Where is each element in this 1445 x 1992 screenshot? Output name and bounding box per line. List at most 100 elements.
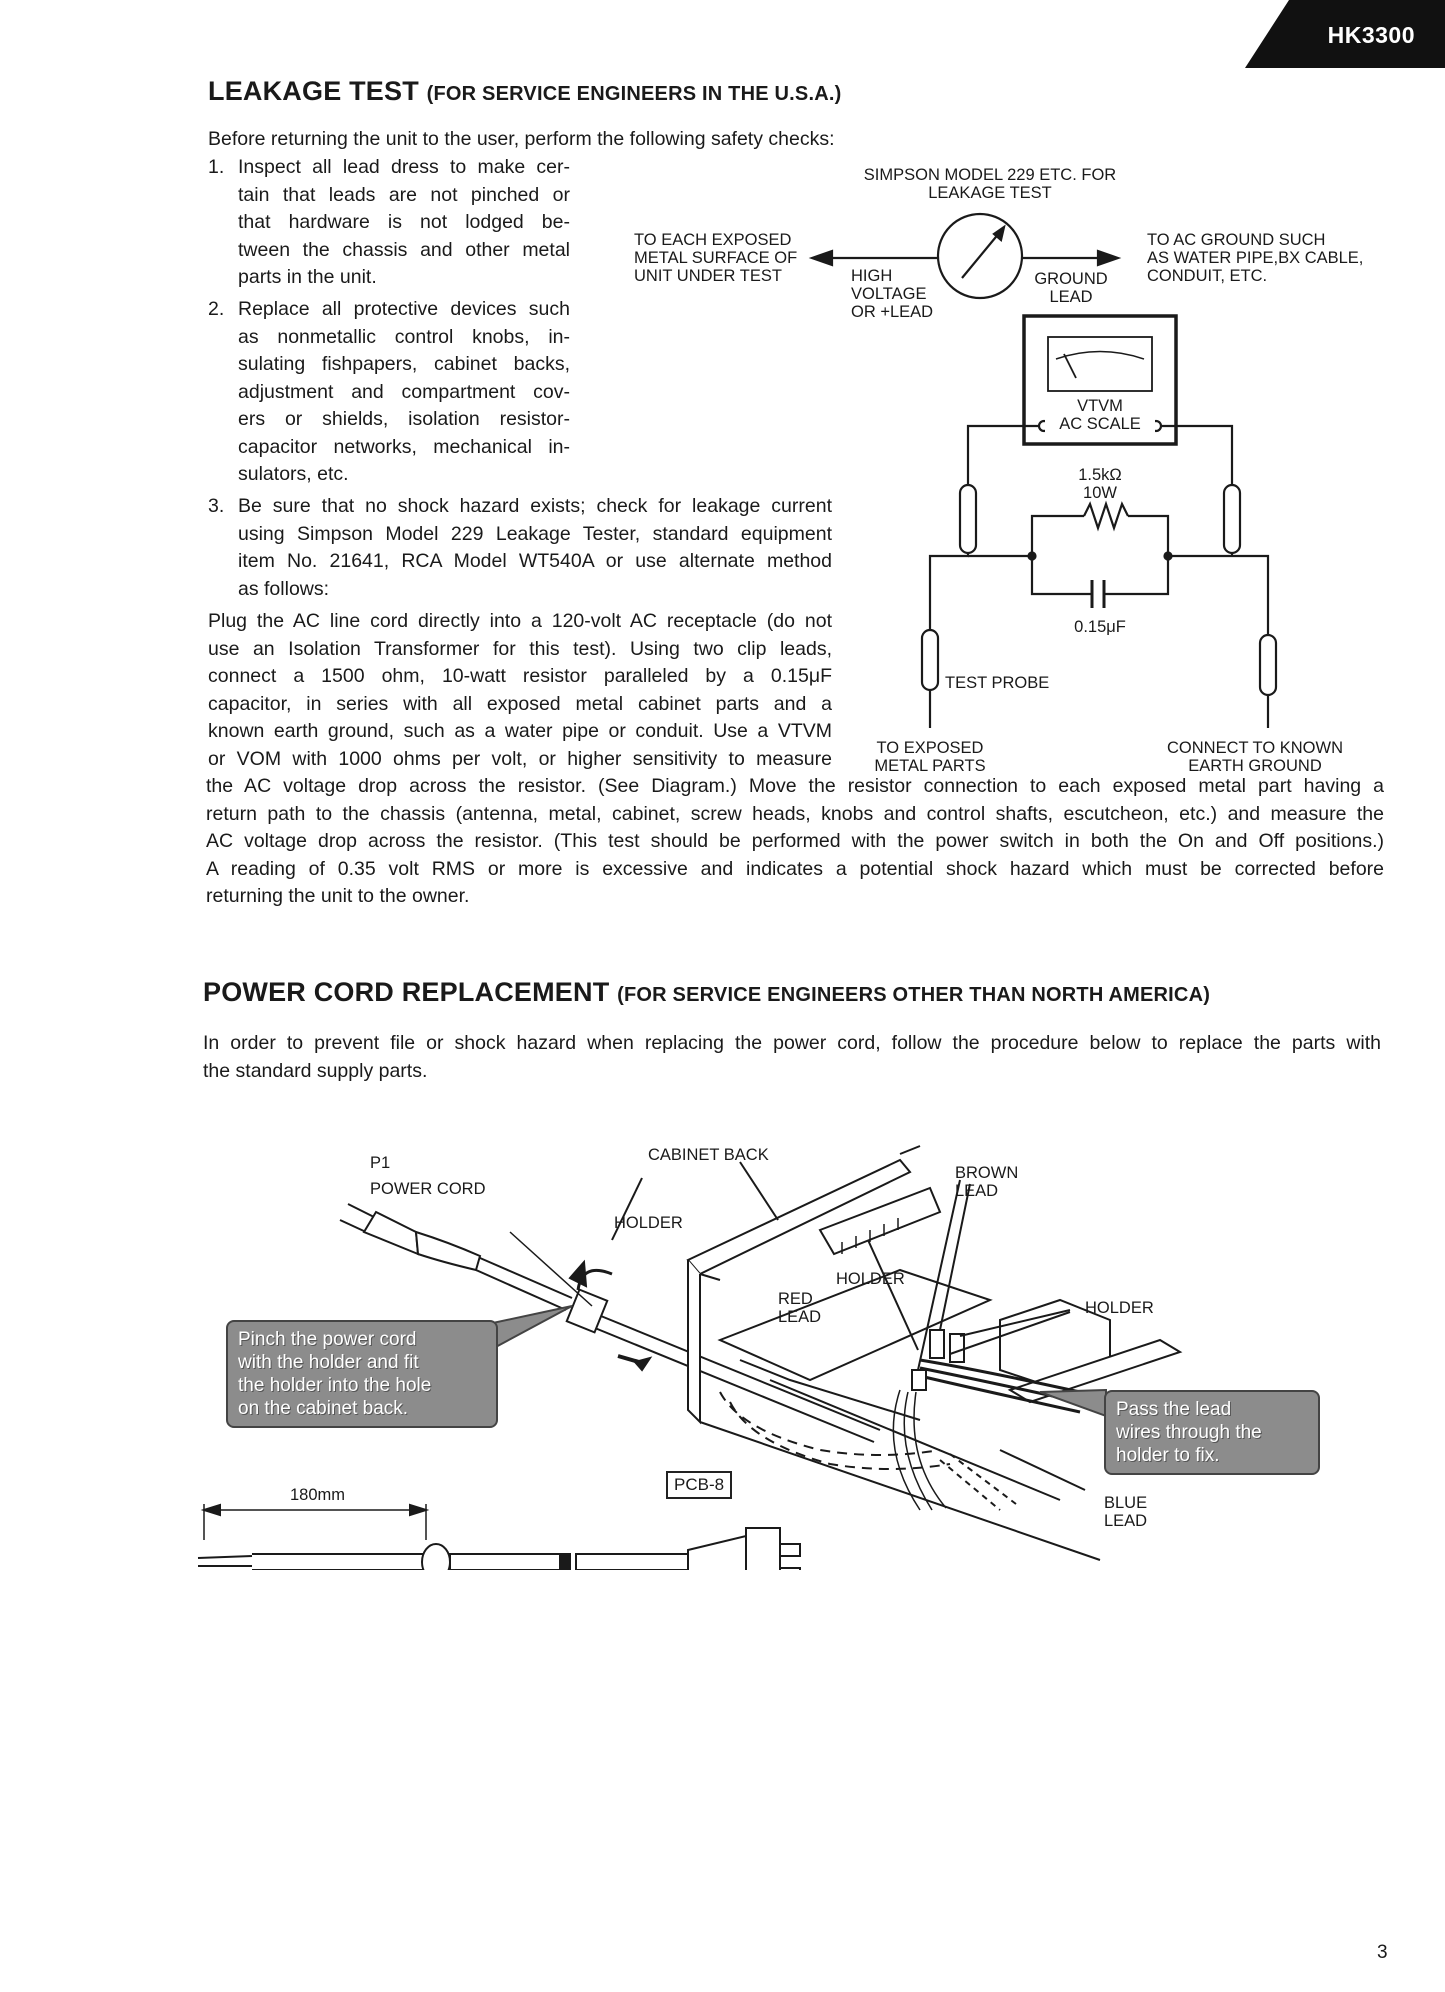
resistor-label-line: 10W: [1083, 484, 1117, 502]
para-line: AC voltage drop across the resistor. (Th…: [206, 830, 1384, 852]
leakage-item-2: 2. Replace all protective devices such a…: [208, 296, 570, 489]
high-label-line: VOLTAGE: [851, 285, 927, 303]
capacitor-label: 0.15μF: [1074, 618, 1126, 636]
left-label-line: UNIT UNDER TEST: [634, 267, 782, 285]
para-line: capacitor, in series with all exposed me…: [208, 692, 832, 715]
para-line: or VOM with 1000 ohms per volt, or highe…: [208, 747, 832, 770]
para-line: Plug the AC line cord directly into a 12…: [208, 610, 832, 632]
red-lead-line: LEAD: [778, 1308, 822, 1326]
item-line: Be sure that no shock hazard exists; che…: [238, 495, 832, 517]
leakage-test-title: LEAKAGE TEST: [208, 76, 419, 106]
ground-lead-label: GROUND LEAD: [1026, 270, 1116, 306]
para-line: return path to the chassis (antenna, met…: [206, 802, 1384, 825]
vtvm-box: [1022, 314, 1178, 446]
vtvm-label: VTVM AC SCALE: [1045, 397, 1155, 433]
item-line: parts in the unit.: [238, 266, 377, 288]
vtvm-label-line: VTVM: [1077, 397, 1123, 415]
callout-line: Pinch the power cord: [238, 1329, 417, 1350]
test-probe-left: [920, 628, 940, 692]
intro-line: In order to prevent file or shock hazard…: [203, 1032, 1381, 1054]
right-arrowhead: [1096, 249, 1122, 267]
vtvm-label-line: AC SCALE: [1059, 415, 1141, 433]
pass-lead-callout: Pass the lead wires through the holder t…: [1104, 1390, 1320, 1475]
item-line: using Simpson Model 229 Leakage Tester, …: [238, 522, 832, 545]
red-lead-label: RED LEAD: [778, 1290, 821, 1326]
ground-label-line: GROUND: [1034, 270, 1108, 288]
right-label-line: TO AC GROUND SUCH: [1147, 231, 1326, 249]
item-line: as nonmetallic control knobs, in-: [238, 325, 570, 348]
simpson-label-line: LEAKAGE TEST: [928, 184, 1052, 202]
simpson-meter-circle: [936, 212, 1024, 300]
pinch-holder-callout: Pinch the power cord with the holder and…: [226, 1320, 498, 1428]
power-cord-diagram: [197, 1145, 1183, 1570]
power-cord-label: POWER CORD: [370, 1180, 486, 1198]
item-number: 2.: [208, 298, 225, 320]
callout-line: wires through the: [1116, 1422, 1262, 1443]
to-exposed-label: TO EXPOSED METAL PARTS: [850, 739, 1010, 775]
left-arrowhead: [808, 249, 834, 267]
para-line: A reading of 0.35 volt RMS or more is ex…: [206, 857, 1384, 880]
leakage-measure-paragraph: the AC voltage drop across the resistor.…: [206, 773, 1384, 911]
item-number: 1.: [208, 156, 225, 178]
item-line: item No. 21641, RCA Model WT540A or use …: [238, 550, 832, 572]
resistor-label: 1.5kΩ 10W: [1060, 466, 1140, 502]
para-line: use an Isolation Transformer for this te…: [208, 637, 832, 660]
callout-line: holder to fix.: [1116, 1445, 1220, 1466]
connect-ground-label: CONNECT TO KNOWN EARTH GROUND: [1150, 739, 1360, 775]
item-line: that hardware is not lodged be-: [238, 211, 570, 233]
ground-label-line: LEAD: [1049, 288, 1093, 306]
item-line: as follows:: [238, 577, 330, 600]
callout-line: Pass the lead: [1116, 1399, 1232, 1420]
leakage-procedure-paragraph: Plug the AC line cord directly into a 12…: [208, 608, 832, 773]
para-line: the AC voltage drop across the resistor.…: [206, 775, 1384, 797]
red-lead-line: RED: [778, 1290, 813, 1308]
holder-label: HOLDER: [614, 1214, 683, 1232]
holder-right-label: HOLDER: [1085, 1299, 1154, 1317]
power-cord-intro: In order to prevent file or shock hazard…: [203, 1030, 1381, 1085]
holder-mid-label: HOLDER: [836, 1270, 905, 1288]
simpson-label-line: SIMPSON MODEL 229 ETC. FOR: [863, 166, 1117, 184]
leakage-test-diagram: [808, 212, 1278, 728]
right-label-line: CONDUIT, ETC.: [1147, 267, 1268, 285]
model-tab: HK3300: [1245, 0, 1445, 68]
page-number: 3: [1377, 1942, 1388, 1963]
clip-lead-right: [1222, 483, 1242, 555]
blue-lead-line: BLUE: [1104, 1494, 1148, 1512]
item-line: Inspect all lead dress to make cer-: [238, 156, 570, 178]
cabinet-back-label: CABINET BACK: [648, 1146, 769, 1164]
power-cord-subtitle: (FOR SERVICE ENGINEERS OTHER THAN NORTH …: [617, 984, 1211, 1006]
to-exposed-line: METAL PARTS: [874, 757, 986, 775]
item-line: adjustment and compartment cov-: [238, 380, 570, 403]
simpson-label: SIMPSON MODEL 229 ETC. FOR LEAKAGE TEST: [830, 166, 1150, 202]
leakage-test-heading: LEAKAGE TEST (FOR SERVICE ENGINEERS IN T…: [208, 76, 842, 107]
para-line: connect a 1500 ohm, 10-watt resistor par…: [208, 665, 832, 687]
model-number: HK3300: [1327, 22, 1415, 48]
vtvm-meter-face: [1047, 336, 1153, 392]
callout-line: the holder into the hole: [238, 1375, 432, 1396]
left-label-line: METAL SURFACE OF: [634, 249, 798, 267]
left-test-label: TO EACH EXPOSED METAL SURFACE OF UNIT UN…: [634, 231, 797, 285]
item-line: tain that leads are not pinched or: [238, 183, 570, 206]
holder-clamp: [565, 1288, 609, 1334]
connect-line: CONNECT TO KNOWN: [1166, 739, 1343, 757]
test-probe-label: TEST PROBE: [945, 674, 1050, 692]
clip-lead-left: [958, 483, 978, 555]
brown-lead-line: BROWN: [955, 1164, 1019, 1182]
brown-lead-line: LEAD: [955, 1182, 999, 1200]
resistor-label-line: 1.5kΩ: [1078, 466, 1122, 484]
brown-lead-label: BROWN LEAD: [955, 1164, 1018, 1200]
item-line: sulating fishpapers, cabinet backs,: [238, 353, 570, 375]
right-label-line: AS WATER PIPE,BX CABLE,: [1147, 249, 1364, 267]
para-line: returning the unit to the owner.: [206, 885, 470, 907]
leakage-intro: Before returning the unit to the user, p…: [208, 128, 835, 150]
item-line: capacitor networks, mechanical in-: [238, 435, 570, 458]
high-voltage-label: HIGH VOLTAGE OR +LEAD: [851, 267, 933, 321]
power-cord-heading: POWER CORD REPLACEMENT (FOR SERVICE ENGI…: [203, 977, 1210, 1008]
item-line: sulators, etc.: [238, 463, 349, 485]
pcb-label: PCB-8: [666, 1471, 733, 1499]
meter-needle: [961, 231, 1001, 279]
item-line: Replace all protective devices such: [238, 298, 570, 320]
callout-line: with the holder and fit: [238, 1352, 419, 1373]
connect-line: EARTH GROUND: [1188, 757, 1322, 775]
item-number: 3.: [208, 495, 225, 517]
